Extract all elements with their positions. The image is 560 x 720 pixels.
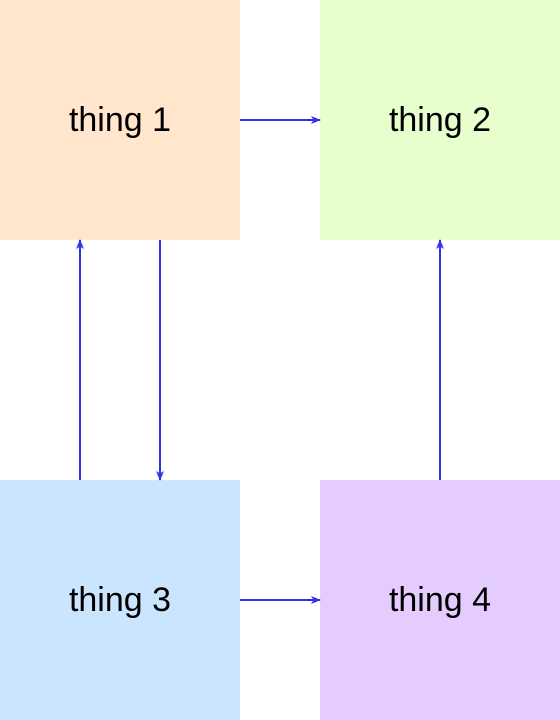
node-label-thing-1: thing 1 (68, 101, 172, 139)
node-thing-3: thing 3 (0, 480, 240, 720)
node-label-thing-2: thing 2 (388, 101, 492, 139)
node-thing-2: thing 2 (320, 0, 560, 240)
node-label-thing-4: thing 4 (388, 581, 492, 619)
node-label-thing-3: thing 3 (68, 581, 172, 619)
node-thing-4: thing 4 (320, 480, 560, 720)
node-thing-1: thing 1 (0, 0, 240, 240)
